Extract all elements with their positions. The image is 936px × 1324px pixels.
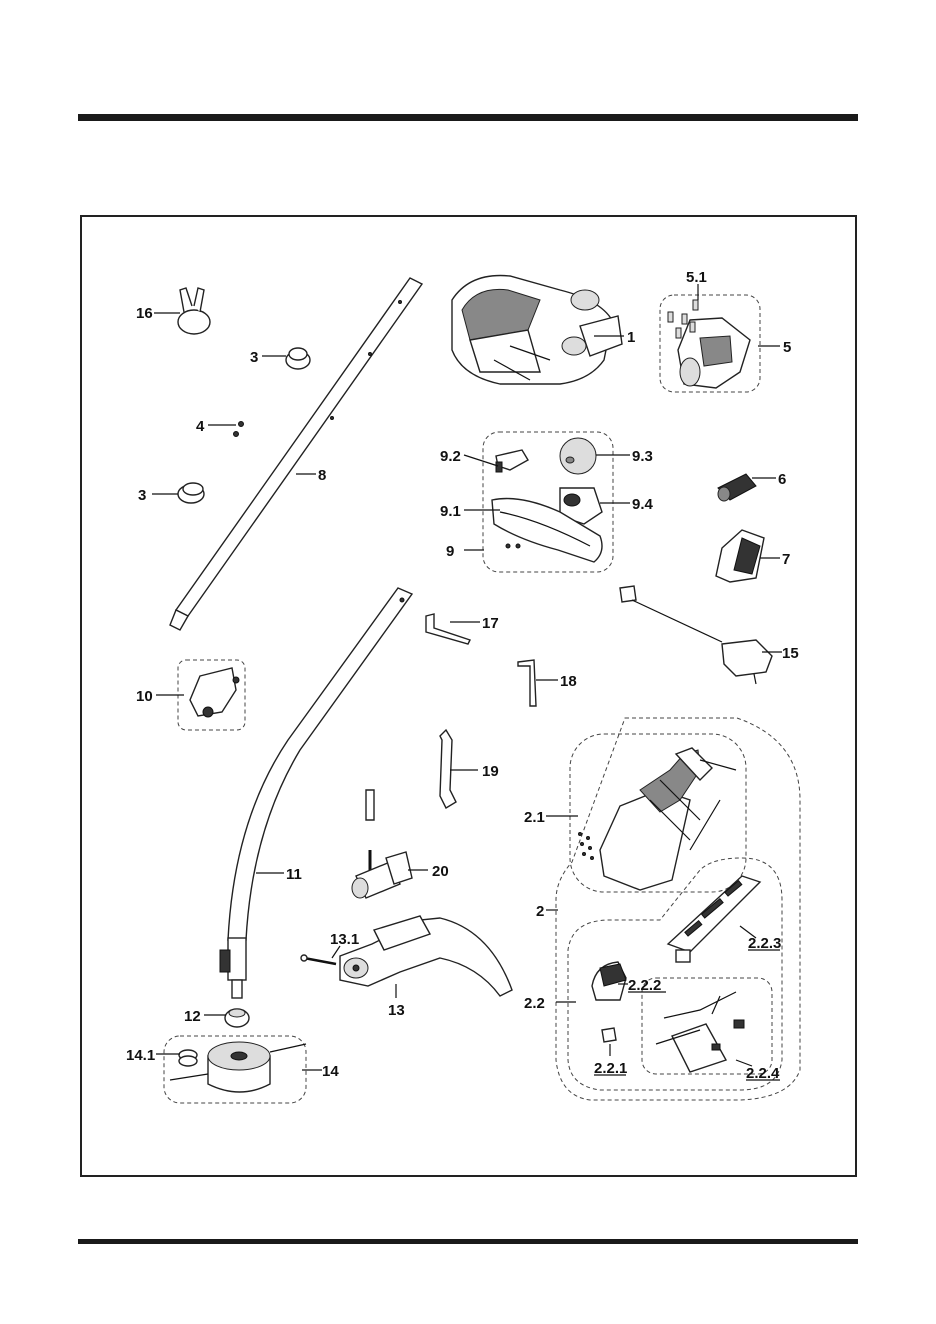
label-18: 18 [560, 673, 577, 690]
part-7-battery [716, 530, 764, 582]
part-20-tool [352, 790, 412, 898]
part-2-2-2-switch-cover [592, 962, 626, 1000]
part-2-1-handle-assembly [579, 748, 737, 890]
label-13: 13 [388, 1002, 405, 1019]
label-17: 17 [482, 615, 499, 632]
part-12-nut [225, 1009, 249, 1027]
part-3-coupler-lower [178, 483, 204, 503]
part-4-screws [234, 422, 244, 437]
label-2: 2 [536, 903, 544, 920]
label-9-3: 9.3 [632, 448, 653, 465]
label-4: 4 [196, 418, 205, 435]
label-19: 19 [482, 763, 499, 780]
part-1-engine [452, 276, 622, 385]
bottom-rule [78, 1239, 858, 1244]
label-14-1: 14.1 [126, 1047, 155, 1064]
part-6-connector [718, 474, 756, 501]
label-9-4: 9.4 [632, 496, 654, 513]
label-3-lower: 3 [138, 487, 146, 504]
label-5-1: 5.1 [686, 269, 707, 286]
label-14: 14 [322, 1063, 339, 1080]
part-8-upper-shaft [170, 278, 422, 630]
label-12: 12 [184, 1008, 201, 1025]
label-3-upper: 3 [250, 349, 258, 366]
part-2-2-4-circuit-board [656, 992, 744, 1072]
part-10-clamp [190, 668, 239, 717]
part-2-2-1-button [602, 1028, 616, 1042]
label-9: 9 [446, 543, 454, 560]
part-16-clip [178, 288, 210, 334]
label-8: 8 [318, 467, 326, 484]
label-11: 11 [286, 866, 302, 883]
label-7: 7 [782, 551, 790, 568]
part-2-2-3-contacts [668, 876, 760, 962]
part-15-charger [620, 586, 772, 684]
part-9-2-lever [496, 450, 528, 472]
label-9-2: 9.2 [440, 448, 461, 465]
label-5: 5 [783, 339, 791, 356]
part-13-guard [340, 916, 512, 996]
part-14-1-spring [179, 1050, 197, 1066]
part-18-hex-key [518, 660, 536, 706]
part-9-3-knob [560, 438, 596, 474]
part-13-1-bolt [301, 955, 336, 964]
label-10: 10 [136, 688, 153, 705]
label-13-1: 13.1 [330, 931, 359, 948]
label-15: 15 [782, 645, 799, 662]
label-16: 16 [136, 305, 153, 322]
part-3-coupler-upper [286, 348, 310, 369]
label-2-1: 2.1 [524, 809, 545, 826]
label-2-2: 2.2 [524, 995, 545, 1012]
part-5-housing [678, 318, 750, 388]
part-5-1-screws [668, 300, 698, 338]
label-9-1: 9.1 [440, 503, 461, 520]
label-20: 20 [432, 863, 449, 880]
label-6: 6 [778, 471, 786, 488]
part-17-hex-key [426, 614, 470, 644]
part-19-wrench [440, 730, 456, 808]
label-1: 1 [627, 329, 635, 346]
